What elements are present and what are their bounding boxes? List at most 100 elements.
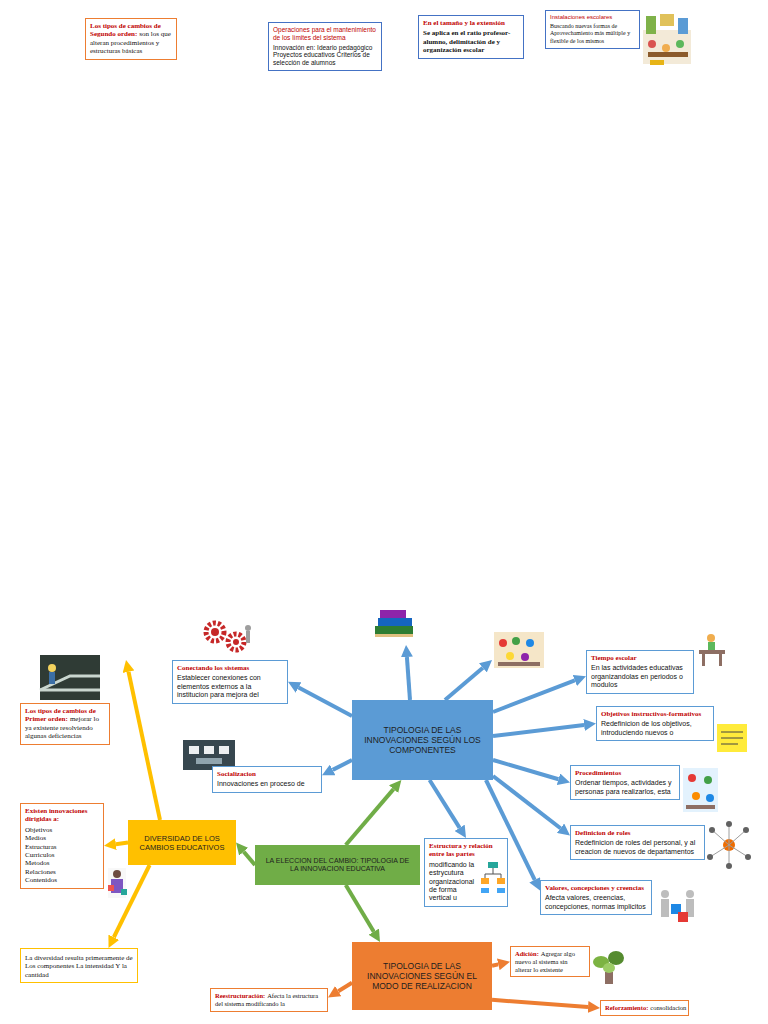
note-box: Existen innovaciones dirigidas a:Objetiv… bbox=[20, 803, 104, 889]
note-box: Valores, concepciones y creenciasAfecta … bbox=[540, 880, 652, 915]
classroom-picture bbox=[650, 60, 664, 65]
people-picture bbox=[494, 632, 544, 668]
roles-network-picture bbox=[726, 821, 732, 827]
puzzle-people-picture bbox=[686, 890, 694, 898]
org-chart-picture bbox=[481, 888, 489, 893]
note-box: En el tamaño y la extensión Se aplica en … bbox=[418, 15, 524, 59]
heading-text: Socializacion bbox=[217, 770, 317, 778]
procedures-picture bbox=[688, 774, 696, 782]
procedures-picture bbox=[683, 768, 718, 812]
arrow-connector bbox=[114, 865, 150, 937]
roles-network-picture bbox=[707, 854, 713, 860]
roles-network-picture bbox=[743, 827, 749, 833]
chips-picture bbox=[189, 746, 199, 754]
people-picture bbox=[521, 653, 529, 661]
arrow-connector bbox=[116, 843, 128, 845]
heading-text: Definicion de roles bbox=[575, 829, 700, 837]
puzzle-woman-picture bbox=[113, 870, 121, 878]
arrow-connector bbox=[493, 760, 558, 779]
arrow-connector bbox=[486, 780, 535, 880]
arrow-connector bbox=[338, 983, 352, 991]
body-text: modificando la estrycutura organizaciona… bbox=[429, 861, 477, 903]
puzzle-woman-picture bbox=[121, 889, 127, 895]
note-box: Estructura y relación entre las partes mo… bbox=[424, 838, 508, 907]
body-text: Innovación en: Ideario pedagógico Proyec… bbox=[273, 44, 377, 67]
people-picture bbox=[499, 639, 507, 647]
heading-text: Estructura y relación entre las partes bbox=[429, 842, 503, 859]
heading-text: Reforzamiento: bbox=[605, 1004, 648, 1011]
roles-network-picture bbox=[710, 824, 748, 866]
time-picture bbox=[699, 650, 725, 654]
arrow-connector bbox=[430, 780, 460, 828]
arrow-connector bbox=[244, 852, 255, 865]
change-picture bbox=[48, 664, 56, 672]
org-chart-picture bbox=[481, 862, 505, 893]
puzzle-people-picture bbox=[661, 890, 694, 922]
plant-picture bbox=[608, 951, 624, 965]
plant-picture bbox=[593, 951, 624, 984]
note-box: Tiempo escolarEn las actividades educati… bbox=[586, 650, 694, 694]
body-text: consolidacion bbox=[650, 1004, 686, 1011]
chips-picture bbox=[196, 758, 222, 764]
note-box: Instalaciones escolaresBuscando nuevas f… bbox=[545, 10, 640, 49]
procedures-picture bbox=[692, 792, 700, 800]
books-picture bbox=[375, 610, 413, 637]
change-picture bbox=[40, 689, 100, 692]
org-chart-picture bbox=[497, 878, 505, 884]
body-text: LA ELECCION DEL CAMBIO: TIPOLOGIA DE LA … bbox=[261, 857, 414, 874]
heading-text: Adición: bbox=[515, 950, 539, 957]
people-picture bbox=[526, 639, 534, 647]
chips-picture bbox=[219, 746, 229, 754]
classroom-picture bbox=[676, 40, 684, 48]
body-text: Se aplica en el ratio profesor-alumno, d… bbox=[423, 29, 519, 54]
note-box: Definicion de rolesRedefinicion de roles… bbox=[570, 825, 705, 860]
body-text: Ordenar tiempos, actividades y personas … bbox=[575, 779, 675, 796]
gears-picture bbox=[206, 623, 251, 650]
note-box: SocializacionInnovaciones en proceso de bbox=[212, 766, 322, 793]
body-text: Establecer conexiones con elementos exte… bbox=[177, 674, 283, 699]
topic-box: LA ELECCION DEL CAMBIO: TIPOLOGIA DE LA … bbox=[255, 845, 420, 885]
picture-arrows bbox=[445, 668, 483, 700]
body-text: Buscando nuevas formas de Aprovechamient… bbox=[550, 23, 635, 45]
topic-box: TIPOLOGIA DE LAS INNOVACIONES SEGÚN EL M… bbox=[352, 942, 492, 1010]
note-box: Operaciones para el mantenimiento de los… bbox=[268, 22, 382, 71]
note-box: Reestructuración:Afecta la estructura de… bbox=[210, 988, 328, 1012]
notepad-picture bbox=[721, 732, 743, 744]
puzzle-woman-picture bbox=[108, 868, 127, 898]
body-text: Afecta valores, creencias, concepciones,… bbox=[545, 894, 647, 911]
heading-text: Operaciones para el mantenimiento de los… bbox=[273, 26, 377, 42]
org-chart-picture bbox=[485, 868, 501, 878]
heading-text: En el tamaño y la extensión bbox=[423, 19, 519, 27]
arrow-connector bbox=[493, 680, 575, 712]
procedures-picture bbox=[683, 768, 718, 812]
body-text: En las actividades educativas organizand… bbox=[591, 664, 689, 689]
classroom-picture bbox=[678, 18, 688, 34]
arrow-connector bbox=[346, 885, 374, 932]
org-chart-picture bbox=[497, 888, 505, 893]
note-box: Adición:Agregar algo nuevo al sistema si… bbox=[510, 946, 590, 977]
note-box: Conectando los sistemasEstablecer conexi… bbox=[172, 660, 288, 704]
org-chart-picture bbox=[488, 862, 498, 868]
body-text: TIPOLOGIA DE LAS INNOVACIONES SEGÚN LOS … bbox=[358, 725, 487, 756]
chips-picture bbox=[204, 746, 214, 754]
time-picture bbox=[719, 654, 722, 666]
gears-picture bbox=[211, 628, 219, 636]
plant-picture bbox=[603, 963, 615, 973]
people-picture bbox=[498, 662, 540, 666]
org-chart-picture bbox=[481, 878, 489, 884]
gears-picture bbox=[228, 634, 244, 650]
puzzle-people-picture bbox=[661, 899, 669, 917]
note-box: Reforzamiento:consolidacion bbox=[600, 1000, 689, 1016]
books-picture bbox=[375, 634, 413, 637]
procedures-picture bbox=[686, 805, 715, 809]
time-picture bbox=[699, 634, 725, 666]
topic-box: TIPOLOGIA DE LAS INNOVACIONES SEGÚN LOS … bbox=[352, 700, 493, 780]
note-box: La diversidad resulta primeramente de Lo… bbox=[20, 948, 138, 983]
notepad-picture bbox=[717, 724, 747, 752]
roles-network-picture bbox=[709, 827, 715, 833]
books-picture bbox=[375, 626, 413, 634]
arrow-connector bbox=[493, 725, 584, 736]
body-text: Innovaciones en proceso de bbox=[217, 780, 317, 788]
roles-network-picture bbox=[710, 824, 748, 866]
